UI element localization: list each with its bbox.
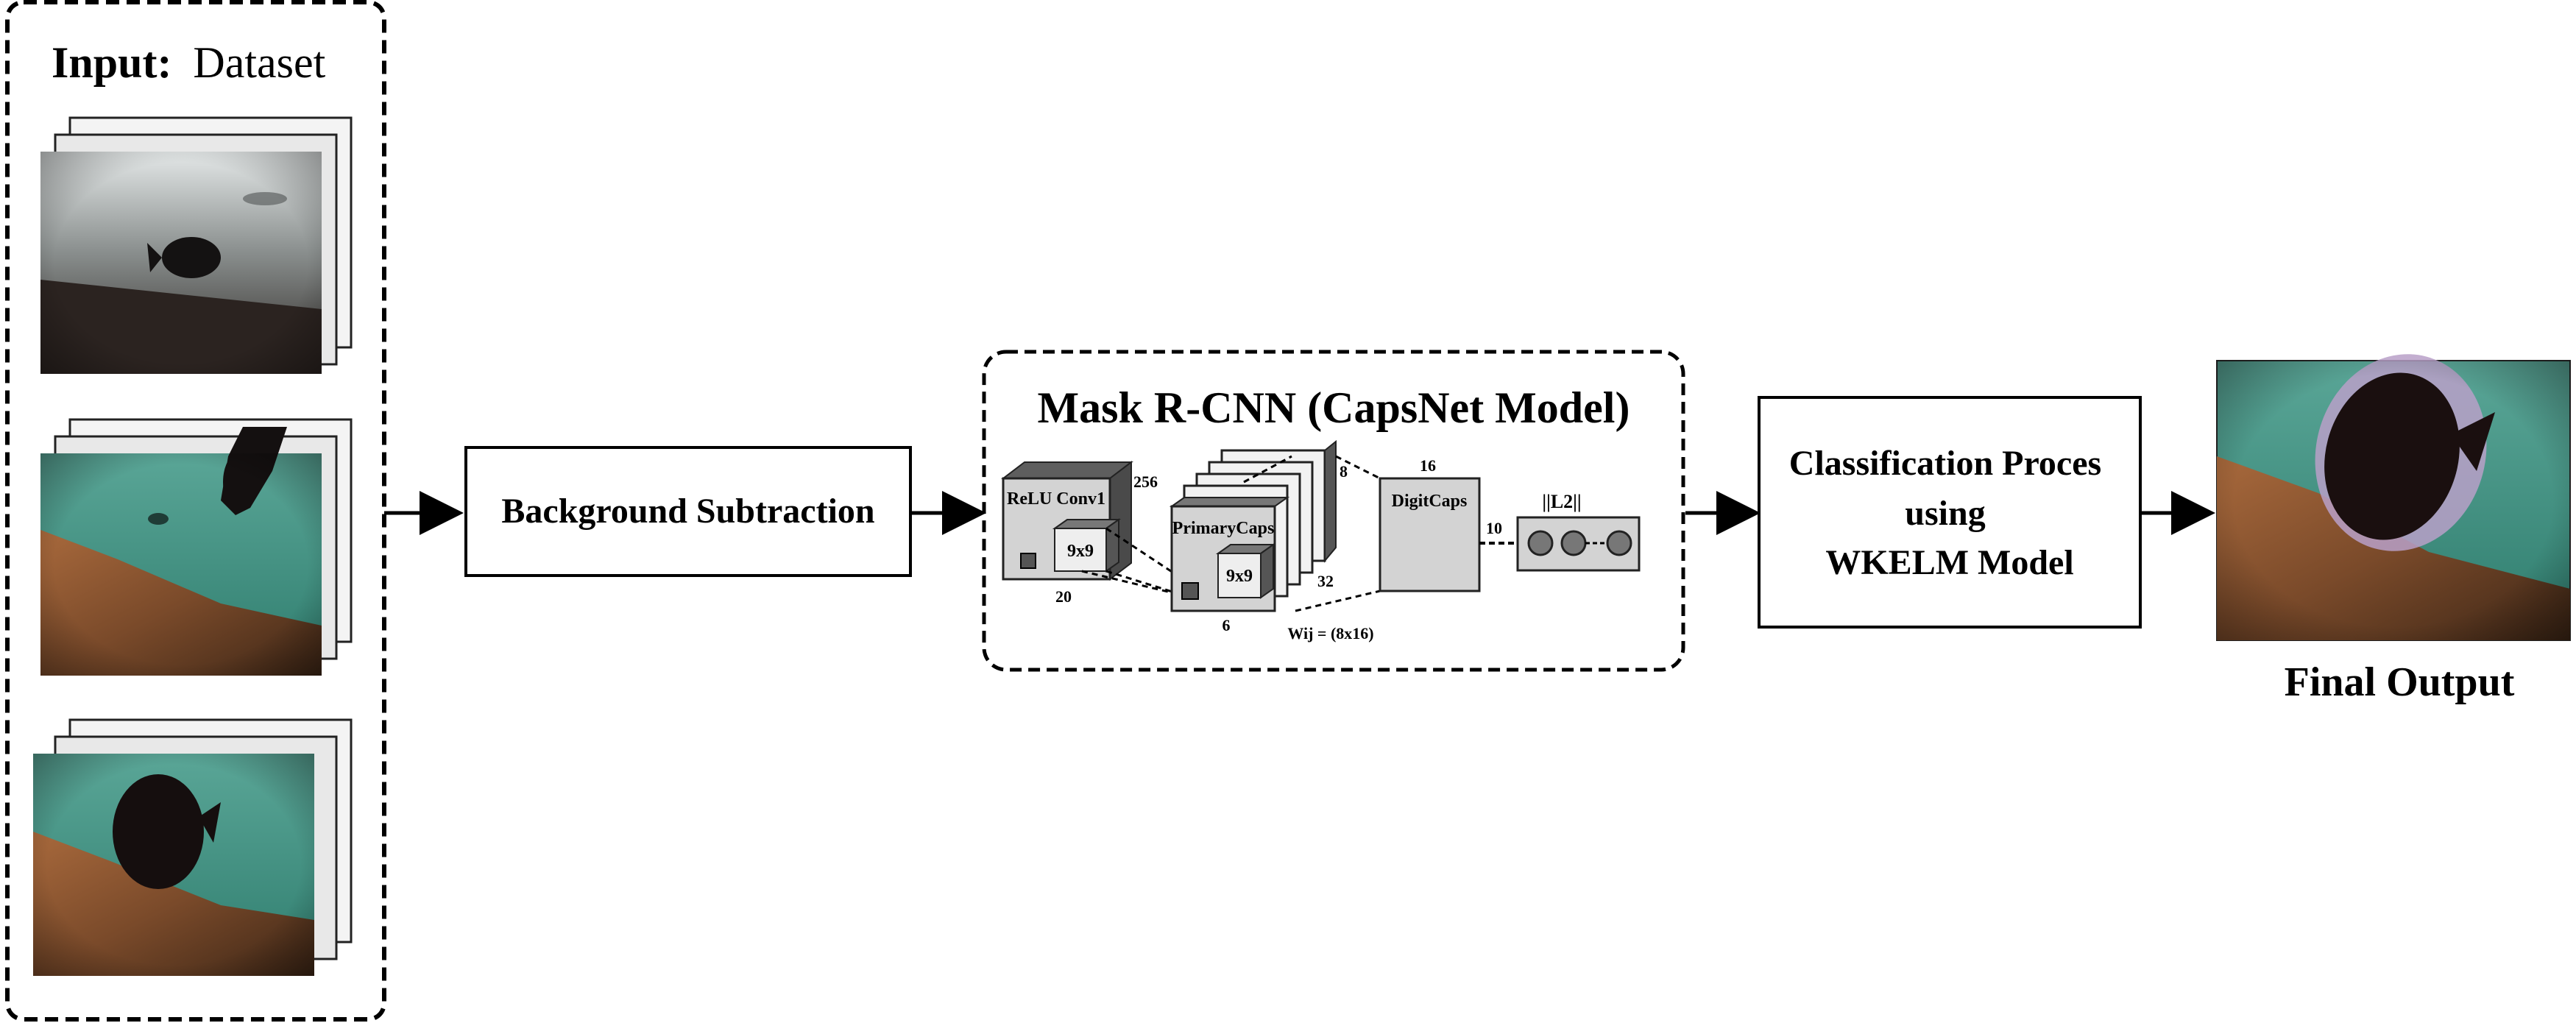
dataset-image-1	[40, 152, 322, 374]
input-panel-border	[5, 0, 386, 1022]
primary-caps-kernel	[1217, 553, 1262, 598]
capsnet-title: Mask R-CNN (CapsNet Model)	[1038, 383, 1630, 432]
weights-label: Wij = (8x16)	[1287, 624, 1373, 643]
dataset-image-stack-3	[33, 718, 353, 976]
primary-caps-block: PrimaryCaps 9x9 8 32 6	[1169, 439, 1348, 634]
relu-conv1-kernel	[1054, 528, 1107, 572]
l2-node-1	[1527, 530, 1554, 556]
l2-node-2	[1560, 530, 1587, 556]
dataset-image-3	[33, 754, 314, 976]
dataset-image-stack-2	[40, 418, 353, 676]
final-output-label: Final Output	[2285, 659, 2515, 705]
dim-20-label: 20	[1055, 587, 1072, 606]
dim-256-label: 256	[1133, 472, 1158, 491]
dim-32-label: 32	[1317, 572, 1334, 590]
l2-node-3	[1606, 530, 1632, 556]
dataset-image-2	[40, 427, 322, 676]
input-dataset-panel: Input: Dataset	[5, 0, 386, 1022]
relu-conv1-block: ReLU Conv1 9x9 256 20	[1001, 460, 1158, 606]
digit-caps-block: DigitCaps 16 10	[1379, 456, 1518, 592]
primary-to-digit-connections	[1295, 455, 1381, 612]
conv-to-primary-connections	[1081, 527, 1187, 598]
l2-output-block: ||L2||	[1516, 491, 1641, 572]
dim-8-label: 8	[1340, 462, 1348, 481]
input-panel-title: Input: Dataset	[52, 38, 326, 87]
classification-step: Classification Proces using WKELM Model	[1758, 396, 2142, 629]
final-output-image	[2216, 354, 2571, 641]
relu-conv1-label: ReLU Conv1	[1007, 489, 1105, 509]
background-subtraction-step: Background Subtraction	[464, 446, 912, 577]
background-subtraction-label: Background Subtraction	[501, 492, 874, 531]
digit-caps-label: DigitCaps	[1392, 492, 1468, 511]
relu-conv1-small-patch	[1020, 553, 1036, 569]
primary-caps-label: PrimaryCaps	[1172, 519, 1275, 538]
dim-16-label: 16	[1420, 456, 1436, 475]
dim-6-label: 6	[1222, 616, 1231, 634]
classification-label: Classification Proces using WKELM Model	[1789, 444, 2110, 582]
final-output: Final Output	[2216, 354, 2571, 705]
capsnet-panel: Mask R-CNN (CapsNet Model) ReLU Conv1 9x…	[982, 350, 1685, 672]
relu-conv1-kernel-label: 9x9	[1067, 542, 1094, 561]
primary-caps-small-patch	[1181, 582, 1199, 600]
dataset-image-stack-1	[40, 116, 353, 374]
dim-10-label: 10	[1486, 519, 1502, 537]
capsnet-panel-border	[982, 350, 1685, 672]
l2-label: ||L2||	[1542, 491, 1581, 512]
primary-caps-kernel-label: 9x9	[1226, 567, 1253, 586]
